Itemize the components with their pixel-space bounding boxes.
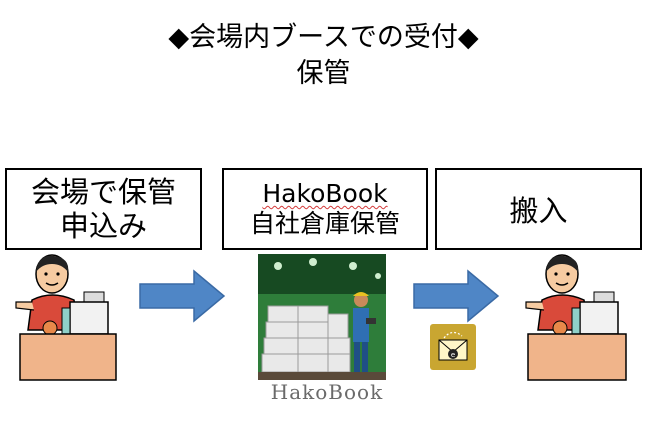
- hakobook-logo: HakoBook: [270, 380, 384, 404]
- heading-line1: ◆会場内ブースでの受付◆: [168, 22, 479, 53]
- warehouse-photo: [258, 254, 386, 380]
- step-box-delivery: 搬入: [435, 168, 642, 250]
- step2-line2: 自社倉庫保管: [249, 209, 400, 238]
- step-box-booth-application: 会場で保管 申込み: [5, 168, 202, 250]
- right-arrow-icon: [413, 269, 500, 323]
- step3-line1: 搬入: [509, 194, 568, 228]
- email-envelope-icon: e: [430, 324, 476, 370]
- svg-text:e: e: [451, 351, 455, 359]
- step1-line1: 会場で保管: [30, 175, 176, 209]
- receptionist-left-illustration: [15, 254, 117, 381]
- step-box-warehouse-storage: HakoBook 自社倉庫保管: [222, 168, 428, 250]
- step1-line2: 申込み: [59, 209, 147, 243]
- step2-line1: HakoBook: [262, 179, 388, 208]
- right-arrow-icon: [139, 269, 226, 323]
- receptionist-right-illustration: [525, 254, 627, 381]
- heading-line2: 保管: [296, 58, 351, 89]
